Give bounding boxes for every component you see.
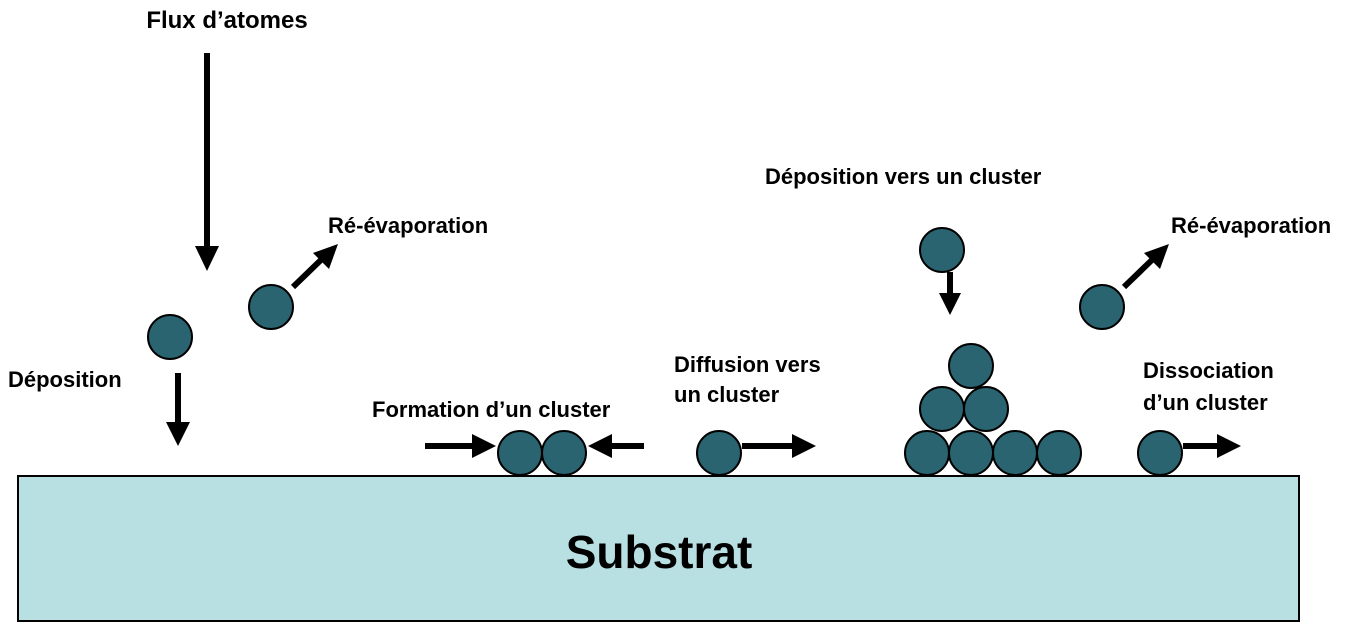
deposition-to-cluster-atom <box>919 227 965 273</box>
dissociation-label-line2: d’un cluster <box>1143 390 1268 415</box>
deposition-arrow <box>166 373 190 446</box>
dissociation-atom <box>1137 430 1183 476</box>
cluster-atom <box>948 430 994 476</box>
cluster-atom <box>948 343 994 389</box>
reevaporation-left-label: Ré-évaporation <box>328 213 488 238</box>
reevaporation-right-label: Ré-évaporation <box>1171 213 1331 238</box>
pyramid-cluster <box>904 343 1082 476</box>
dissociation-label-line1: Dissociation <box>1143 358 1274 383</box>
flux-label: Flux d’atomes <box>146 7 307 34</box>
diffusion-label-line2: un cluster <box>674 382 780 407</box>
deposition-atom <box>147 314 193 360</box>
diffusion-atom <box>696 430 742 476</box>
cluster-atom <box>919 386 965 432</box>
reevaporation-right-atom <box>1079 284 1125 330</box>
diffusion-arrow <box>742 434 816 458</box>
cluster-formation-atom-right <box>541 430 587 476</box>
deposition-to-cluster-label: Déposition vers un cluster <box>765 164 1042 189</box>
cluster-atom <box>1036 430 1082 476</box>
cluster-formation-atom-left <box>497 430 543 476</box>
reevaporation-left-atom <box>248 284 294 330</box>
reevaporation-right-arrow <box>1121 244 1169 290</box>
cluster-formation-right-arrow <box>588 434 644 458</box>
cluster-formation-label: Formation d’un cluster <box>372 397 611 422</box>
substrate-block <box>17 475 1300 622</box>
flux-arrow <box>195 53 219 271</box>
cluster-atom <box>992 430 1038 476</box>
cluster-formation-left-arrow <box>425 434 496 458</box>
substrate-label: Substrat <box>566 526 753 578</box>
diffusion-label-line1: Diffusion vers <box>674 352 821 377</box>
dissociation-arrow <box>1183 434 1241 458</box>
reevaporation-left-arrow <box>290 244 338 290</box>
deposition-to-cluster-arrow <box>939 272 961 315</box>
deposition-label: Déposition <box>8 367 122 392</box>
cluster-atom <box>963 386 1009 432</box>
cluster-atom <box>904 430 950 476</box>
